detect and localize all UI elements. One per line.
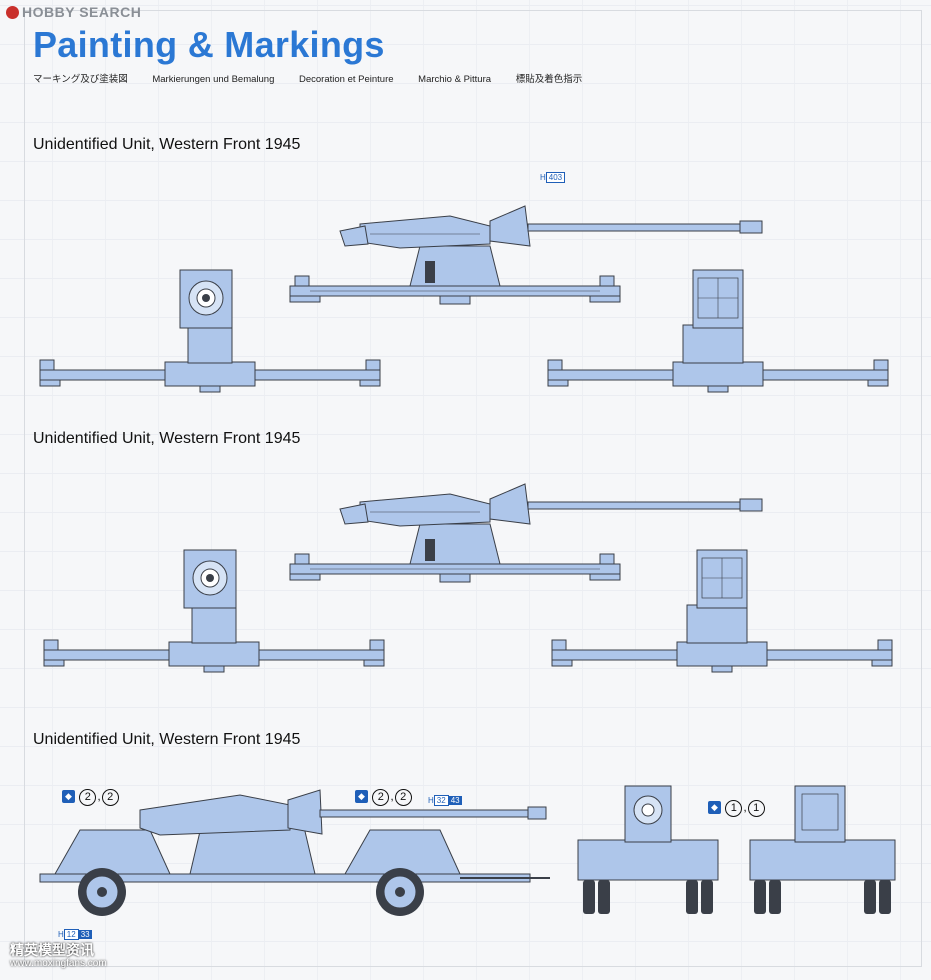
watermark-text: HOBBY SEARCH (22, 4, 142, 20)
page-frame (24, 10, 922, 967)
section-1-side-view (289, 205, 763, 305)
subtitle-fr: Decoration et Peinture (299, 74, 394, 85)
section-3-transport-rear-view (749, 785, 896, 914)
subtitle-cn: 標貼及着色指示 (515, 74, 583, 85)
decal-number: 2 (79, 789, 97, 806)
decal-number: 2 (394, 789, 412, 806)
subtitle-row: マーキング及び塗装図 Markierungen und Bemalung Dec… (33, 71, 604, 85)
subtitle-it: Marchio & Pittura (418, 74, 492, 85)
decal-number: 1 (747, 800, 765, 817)
decal-ref-left: ◆ 2,2 (62, 789, 120, 806)
section-3-transport-side-view (39, 789, 550, 917)
decal-number: 2 (101, 789, 119, 806)
decal-icon: ◆ (62, 790, 75, 803)
logo-icon (6, 6, 19, 19)
decal-ref-right: ◆ 1,1 (708, 800, 766, 817)
decal-icon: ◆ (708, 801, 721, 814)
section-2-title: Unidentified Unit, Western Front 1945 (33, 430, 301, 447)
section-2-side-view (289, 483, 763, 583)
site-url: www.moxingfans.com (10, 958, 107, 969)
subtitle-de: Markierungen und Bemalung (152, 74, 275, 85)
page-title: Painting & Markings (33, 24, 385, 65)
section-3-transport-front-view (577, 785, 719, 914)
decal-number: 1 (725, 800, 743, 817)
section-1-title: Unidentified Unit, Western Front 1945 (33, 136, 301, 153)
callout-number: 403 (545, 172, 566, 183)
code-32: 32 (433, 795, 449, 806)
code-43: 43 (448, 796, 462, 805)
site-watermark: 精英模型资讯 (10, 942, 94, 958)
hobby-search-watermark: HOBBY SEARCH (6, 4, 141, 20)
code-12: 12 (63, 929, 79, 940)
section-3-title: Unidentified Unit, Western Front 1945 (33, 731, 301, 748)
code-33: 33 (78, 930, 92, 939)
decal-icon: ◆ (355, 790, 368, 803)
decal-number: 2 (372, 789, 390, 806)
decal-ref-middle: ◆ 2,2 (355, 789, 413, 806)
subtitle-jp: マーキング及び塗装図 (33, 74, 128, 85)
